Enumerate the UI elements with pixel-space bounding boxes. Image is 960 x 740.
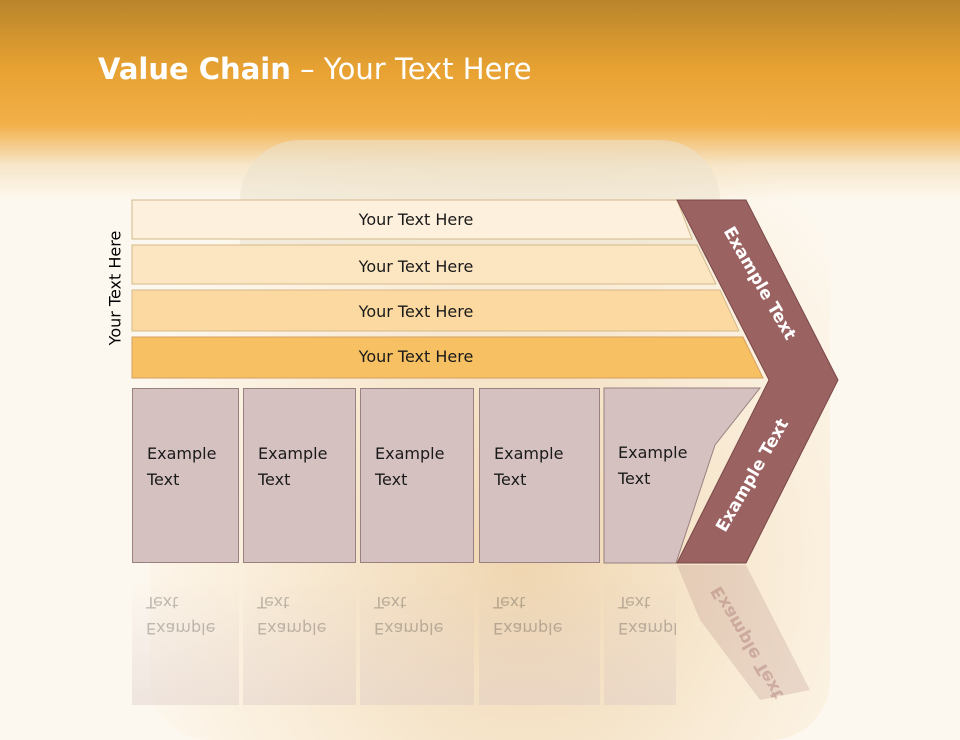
box-4-line1: Example — [494, 444, 564, 463]
slide-title: Value Chain – Your Text Here — [98, 52, 532, 86]
box-5-reflection: Example Text — [604, 565, 676, 705]
box-1-reflection-line2: Text — [146, 593, 179, 612]
box-3-reflection-line2: Text — [374, 593, 407, 612]
bar-2[interactable] — [131, 244, 717, 285]
value-chain-diagram: Your Text Here Your Text Here Your Text … — [131, 199, 839, 703]
chevron-arrow[interactable] — [676, 199, 839, 564]
box-2-reflection: Example Text — [243, 565, 356, 705]
box-1-line2: Text — [147, 470, 180, 489]
box-5-line2: Text — [618, 469, 651, 488]
box-4-line2: Text — [494, 470, 527, 489]
box-4-reflection: Example Text — [479, 565, 600, 705]
box-3-reflection: Example Text — [360, 565, 474, 705]
bar-2-label: Your Text Here — [358, 257, 474, 276]
box-4-reflection-line2: Text — [493, 593, 526, 612]
box-1-reflection-line1: Example — [146, 619, 216, 638]
box-2-reflection-line2: Text — [257, 593, 290, 612]
box-2-line1: Example — [258, 444, 328, 463]
title-rest: – Your Text Here — [290, 52, 532, 86]
box-5-shape[interactable] — [603, 387, 762, 564]
box-1-line1: Example — [147, 444, 217, 463]
bar-4[interactable] — [131, 336, 764, 379]
box-5-line1: Example — [618, 443, 688, 462]
box-3-line2: Text — [375, 470, 408, 489]
box-3-reflection-line1: Example — [374, 619, 444, 638]
bar-1[interactable] — [131, 199, 693, 240]
box-1-reflection: Example Text — [132, 565, 239, 705]
bar-3[interactable] — [131, 289, 740, 332]
box-4-reflection-line1: Example — [493, 619, 563, 638]
box-2-line2: Text — [258, 470, 291, 489]
title-bold: Value Chain — [98, 52, 291, 86]
bar-1-label: Your Text Here — [358, 210, 474, 229]
chevron-reflection — [677, 565, 810, 700]
box-5-reflection-line2: Text — [618, 593, 651, 612]
bar-3-label: Your Text Here — [358, 302, 474, 321]
box-3-line1: Example — [375, 444, 445, 463]
box-2-reflection-line1: Example — [257, 619, 327, 638]
bar-4-label: Your Text Here — [358, 347, 474, 366]
box-5-reflection-line1: Example — [618, 619, 676, 638]
